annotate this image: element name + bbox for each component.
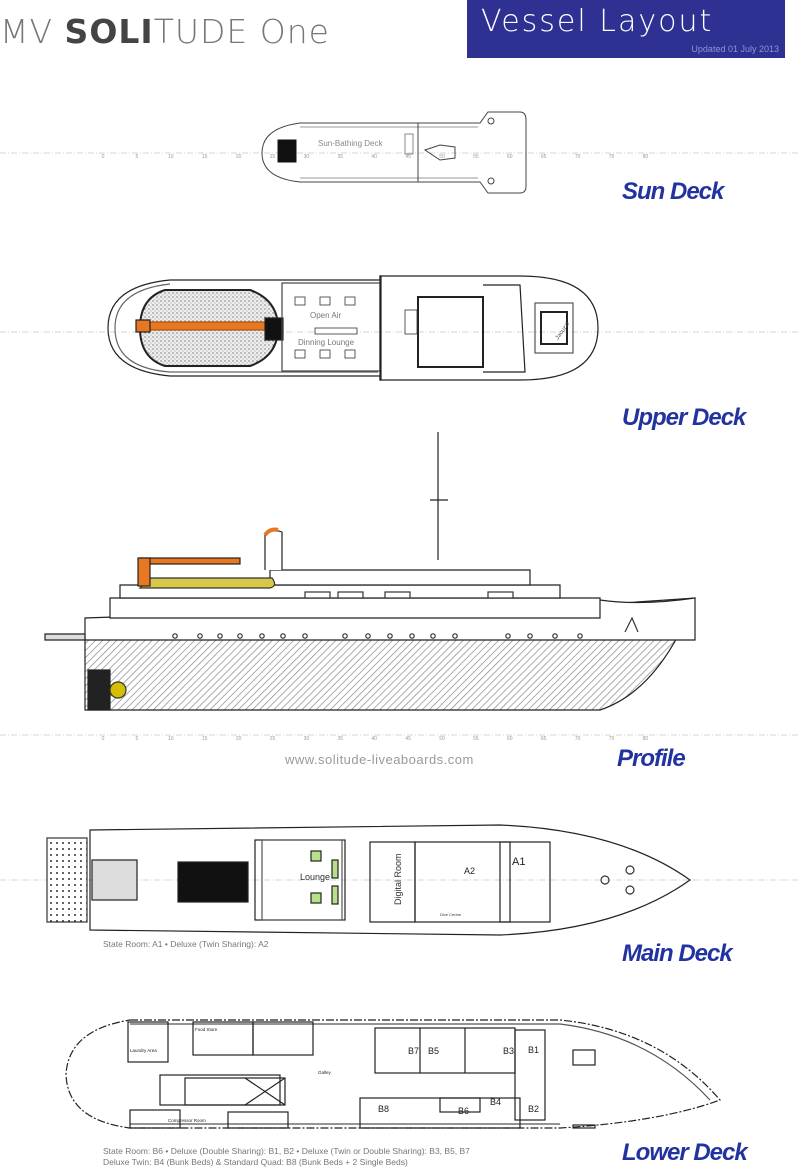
porthole	[409, 633, 415, 639]
scale-tick-label: 70	[575, 736, 581, 742]
area-label-jacuzzi: Jacuzzi	[555, 321, 571, 341]
porthole	[505, 633, 511, 639]
porthole	[237, 633, 243, 639]
sun-deck-plan	[261, 111, 527, 194]
scale-tick-label: 0	[102, 154, 105, 160]
area-label-food-store: Food Store	[195, 1027, 218, 1032]
area-label-digital-room: Digital Room	[393, 853, 403, 905]
cabin-label-b6: B6	[458, 1106, 469, 1116]
cabin-label-a2: A2	[464, 866, 475, 876]
scale-tick-label: 35	[338, 154, 344, 160]
upper-deck-plan	[107, 275, 599, 381]
scale-tick-label: 55	[473, 154, 479, 160]
main-deck-plan	[46, 824, 692, 936]
area-label-laundry: Laundry Area	[130, 1048, 157, 1053]
porthole	[280, 633, 286, 639]
scale-tick-label: 30	[304, 154, 310, 160]
scale-tick-label: 15	[202, 736, 208, 742]
cabin-label-b7: B7	[408, 1046, 419, 1056]
scale-tick-label: 45	[405, 154, 411, 160]
area-label-dive-centre: Dive Centre	[440, 912, 462, 917]
scale-tick-label: 75	[609, 736, 615, 742]
main-deck-caption: State Room: A1 • Deluxe (Twin Sharing): …	[103, 939, 269, 949]
cabin-label-b5: B5	[428, 1046, 439, 1056]
deck-label-profile: Profile	[617, 745, 686, 772]
cabin-label-b4: B4	[490, 1097, 501, 1107]
scale-tick-label: 35	[338, 736, 344, 742]
scale-tick-label: 30	[304, 736, 310, 742]
porthole	[430, 633, 436, 639]
scale-tick-label: 20	[236, 154, 242, 160]
porthole	[577, 633, 583, 639]
scale-tick-label: 65	[541, 736, 547, 742]
scale-tick-label: 50	[439, 154, 445, 160]
scale-tick-label: 60	[507, 736, 513, 742]
scale-tick-label: 80	[643, 154, 649, 160]
deck-label-upper: Upper Deck	[622, 404, 746, 431]
scale-tick-label: 80	[643, 736, 649, 742]
banner-title: Vessel Layout	[481, 4, 714, 39]
cabin-label-b1: B1	[528, 1045, 539, 1055]
scale-tick-label: 60	[507, 154, 513, 160]
tender-crane	[139, 321, 279, 331]
scale-tick-label: 5	[136, 736, 139, 742]
profile-plan	[44, 432, 696, 711]
porthole	[452, 633, 458, 639]
porthole	[552, 633, 558, 639]
stair-block	[277, 139, 297, 163]
scale-tick-label: 40	[371, 736, 377, 742]
deck-label-lower: Lower Deck	[622, 1139, 748, 1166]
scale-tick-label: 20	[236, 736, 242, 742]
vessel-name-title: MV SOLITUDE One	[0, 12, 330, 51]
porthole	[197, 633, 203, 639]
scale-tick-label: 25	[270, 154, 276, 160]
scale-tick-label: 50	[439, 736, 445, 742]
scale-tick-label: 25	[270, 736, 276, 742]
deck-label-main: Main Deck	[622, 940, 733, 967]
lower-deck-caption-1: State Room: B6 • Deluxe (Double Sharing)…	[103, 1146, 470, 1156]
scale-tick-label: 40	[371, 154, 377, 160]
scale-tick-label: 45	[405, 736, 411, 742]
area-label-galley: Galley	[318, 1070, 332, 1075]
cabin-label-b2: B2	[528, 1104, 539, 1114]
website-link[interactable]: www.solitude-liveaboards.com	[285, 752, 474, 767]
cabin-label-b8: B8	[378, 1104, 389, 1114]
porthole	[302, 633, 308, 639]
scale-tick-label: 10	[168, 154, 174, 160]
lower-deck-plan	[65, 1019, 722, 1129]
area-label-sun-bathing: Sun-Bathing Deck	[318, 139, 383, 148]
porthole	[217, 633, 223, 639]
scale-tick-label: 10	[168, 736, 174, 742]
scale-tick-label: 15	[202, 154, 208, 160]
lower-deck-caption-2: Deluxe Twin: B4 (Bunk Beds) & Standard Q…	[103, 1157, 408, 1167]
scale-tick-label: 55	[473, 736, 479, 742]
porthole	[259, 633, 265, 639]
scale-tick-label: 75	[609, 154, 615, 160]
vessel-layout-banner: Vessel Layout Updated 01 July 2013	[467, 0, 785, 58]
porthole	[172, 633, 178, 639]
cabin-label-a1: A1	[512, 856, 525, 868]
scale-tick-label: 65	[541, 154, 547, 160]
scale-tick-label: 70	[575, 154, 581, 160]
area-label-open-air: Open Air	[310, 311, 341, 320]
scale-tick-label: 0	[102, 736, 105, 742]
scale-tick-label: 5	[136, 154, 139, 160]
area-label-compressor-room: Compressor Room	[168, 1118, 206, 1123]
porthole	[342, 633, 348, 639]
updated-date: Updated 01 July 2013	[691, 44, 779, 54]
porthole	[527, 633, 533, 639]
porthole	[387, 633, 393, 639]
area-label-lounge: Lounge	[300, 872, 330, 882]
area-label-dinning-lounge: Dinning Lounge	[298, 338, 355, 347]
deck-label-sun: Sun Deck	[622, 178, 724, 205]
cabin-label-b3: B3	[503, 1046, 514, 1056]
porthole	[365, 633, 371, 639]
